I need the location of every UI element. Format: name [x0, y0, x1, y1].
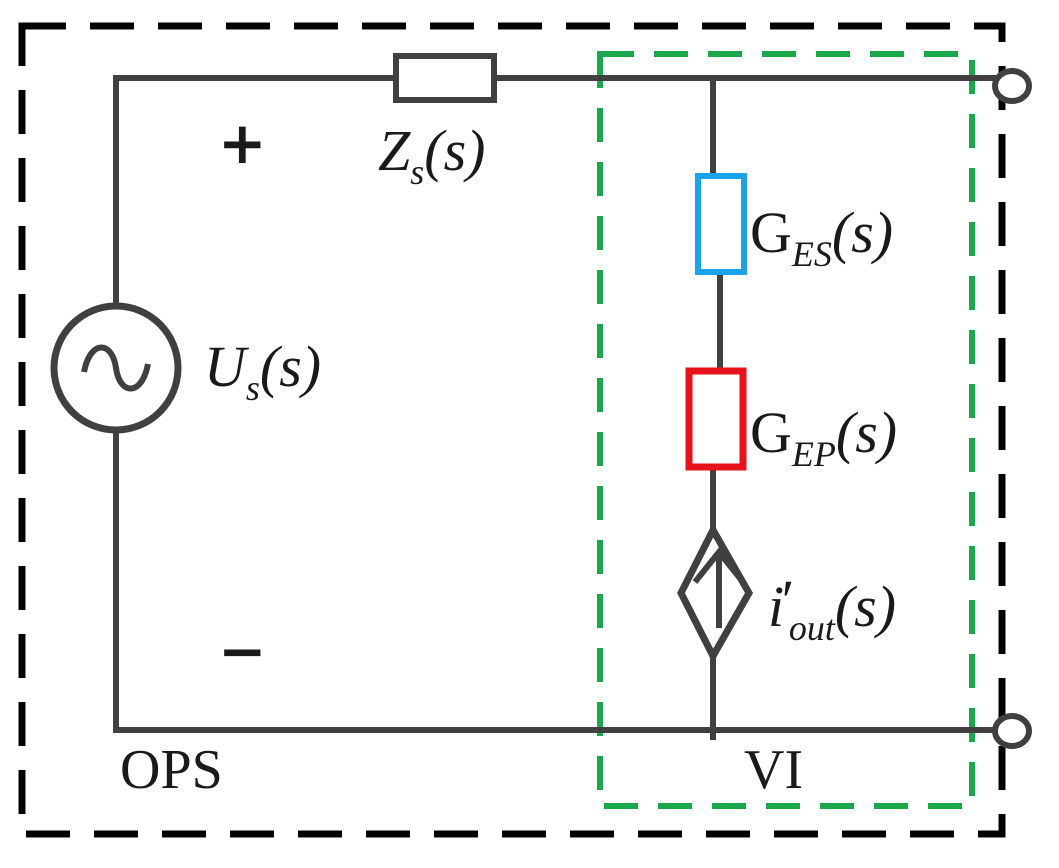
minus-sign: −	[218, 617, 267, 685]
ops-boundary	[18, 22, 1006, 838]
gep-block	[685, 367, 747, 471]
zs-label: Zs(s)	[378, 118, 486, 192]
ops-label: OPS	[120, 739, 223, 801]
gep-label: GEP(s)	[750, 400, 898, 474]
ges-block	[695, 173, 747, 275]
dependent-current-source-icon	[677, 522, 754, 664]
plus-sign: +	[218, 109, 267, 177]
us-label: Us(s)	[204, 334, 322, 408]
iout-label: i′out(s)	[768, 568, 897, 648]
vi-label: VI	[744, 739, 804, 801]
output-terminal-bottom	[992, 713, 1032, 749]
vi-boundary	[597, 51, 975, 809]
zs-impedance	[393, 53, 497, 103]
branch-wire	[710, 78, 723, 740]
ac-source-icon	[50, 302, 182, 434]
ges-label: GES(s)	[750, 200, 894, 274]
output-terminal-top	[992, 68, 1032, 104]
